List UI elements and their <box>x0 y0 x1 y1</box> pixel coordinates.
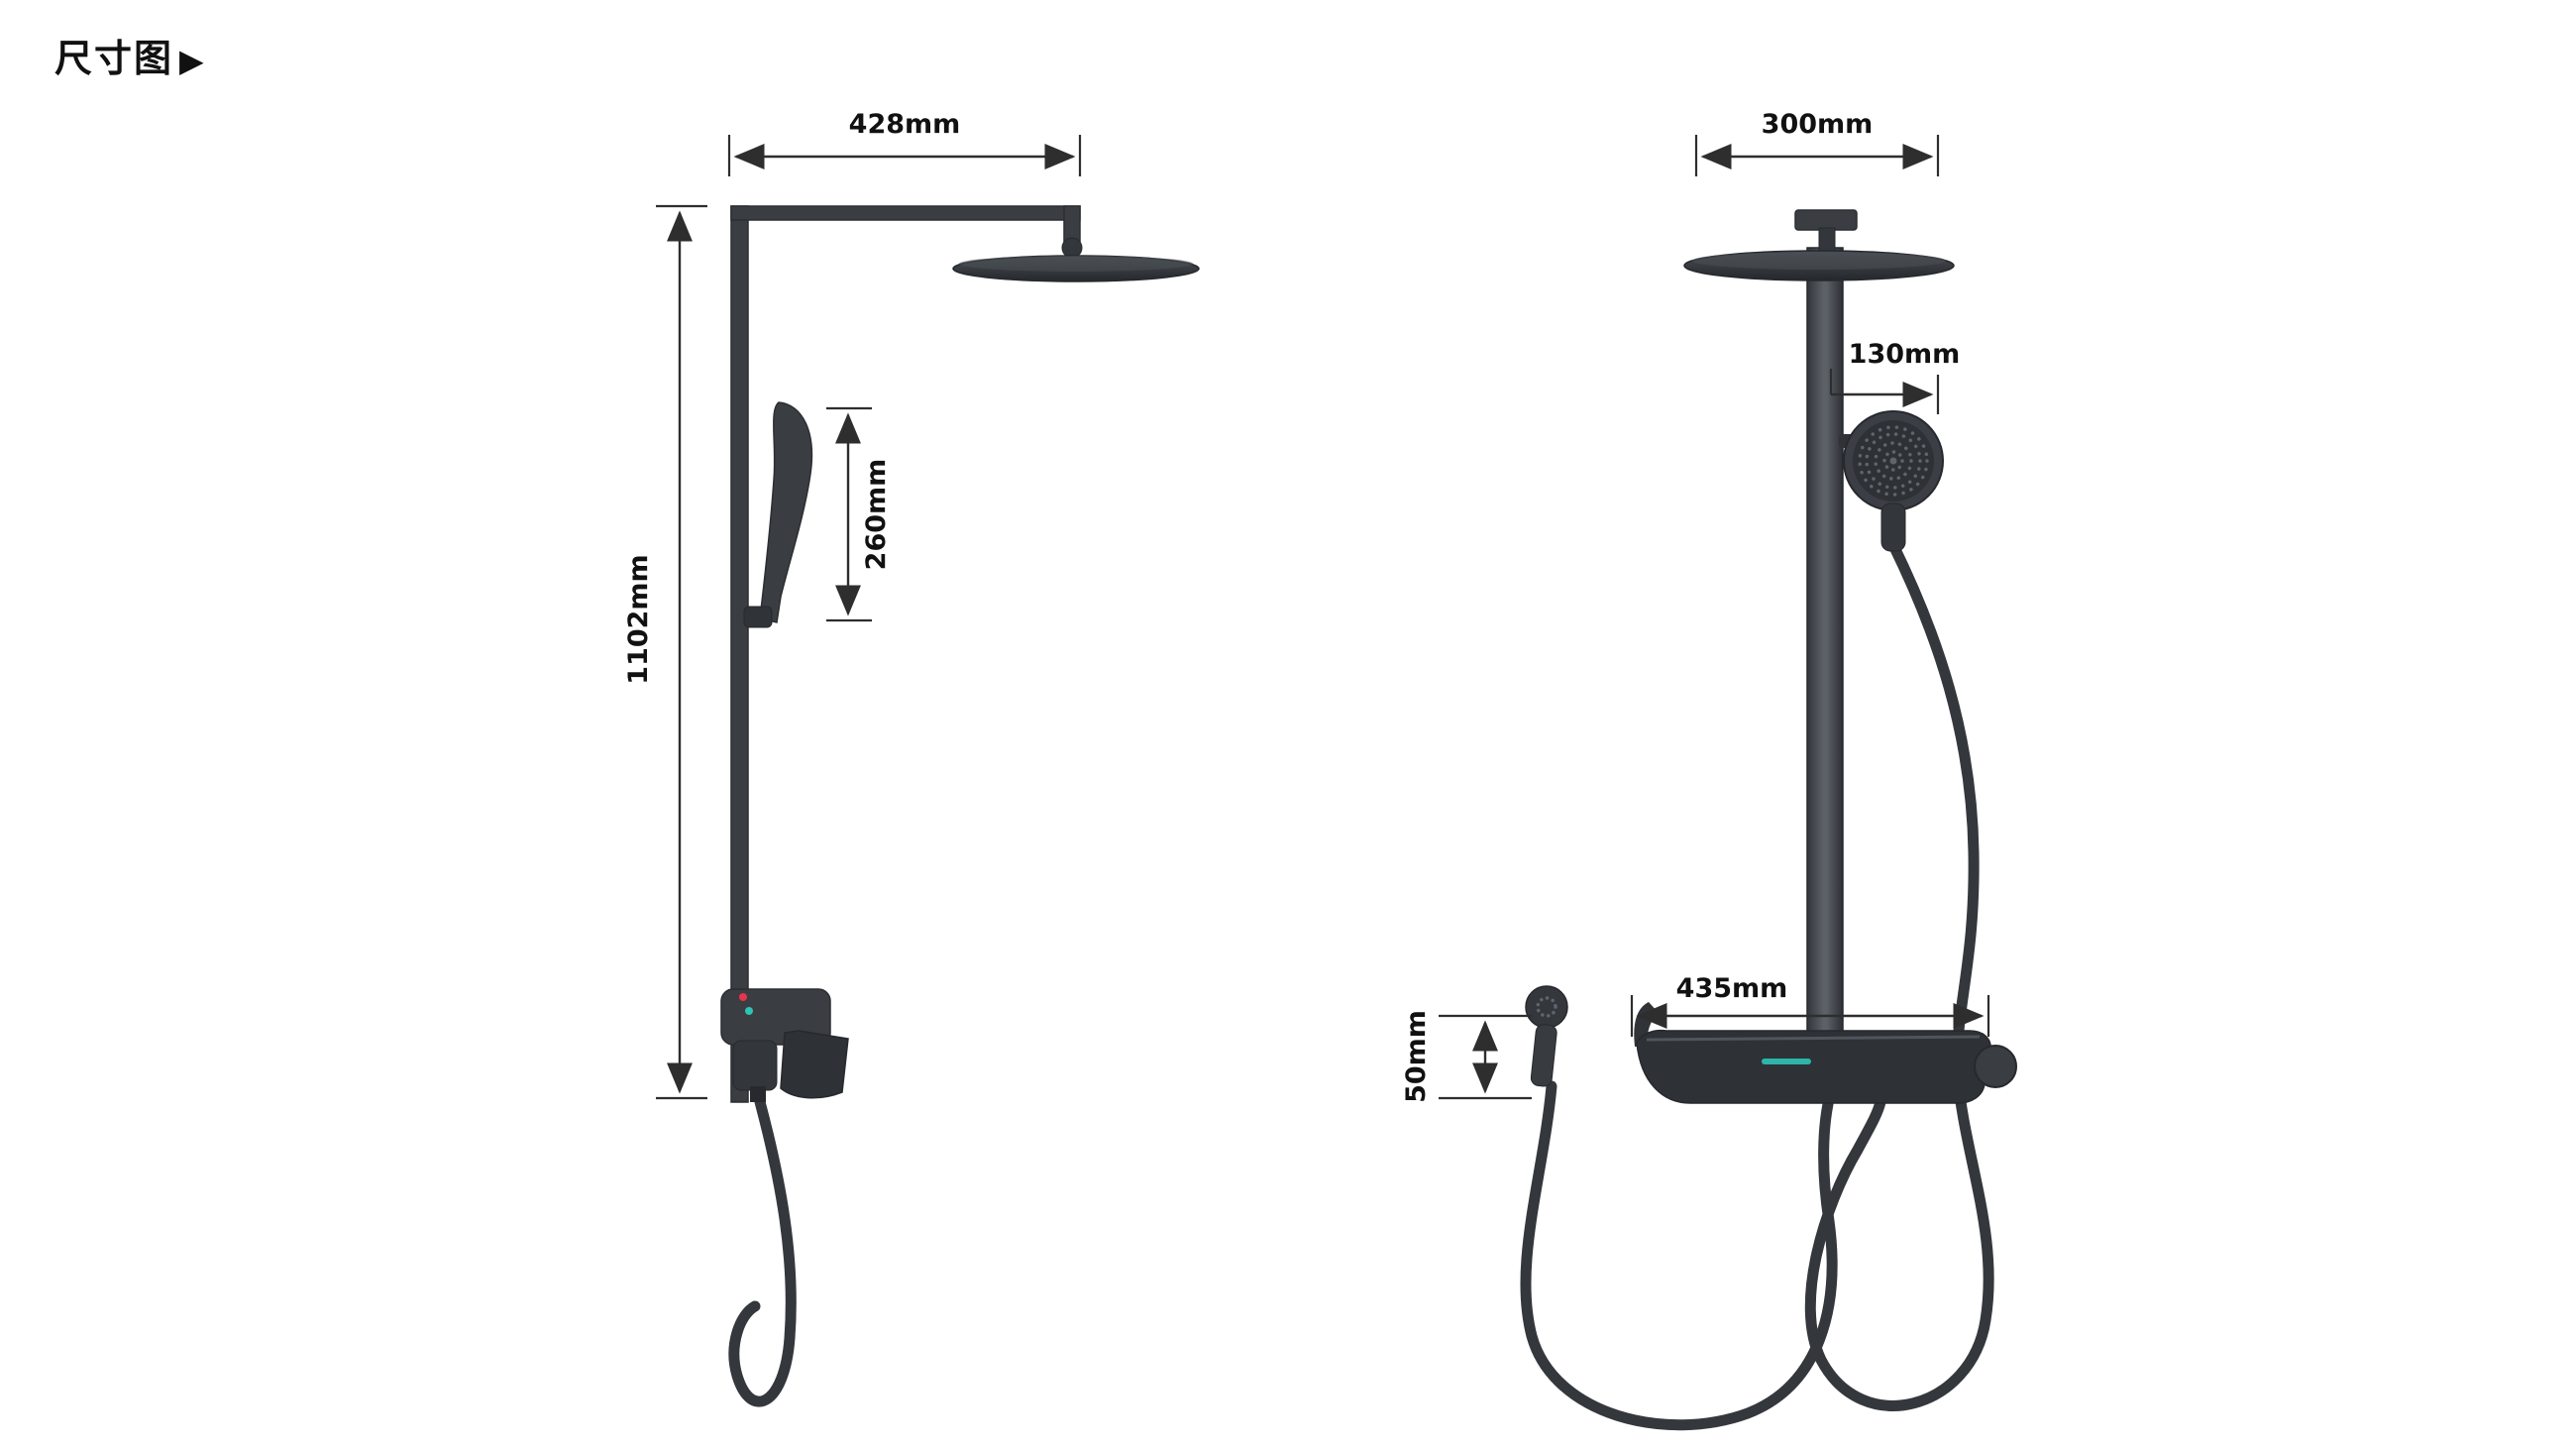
valve-lower-side <box>732 1040 778 1091</box>
shelf-side <box>780 1030 849 1099</box>
page-title: 尺寸图▶ <box>54 28 206 82</box>
sprayer-handle <box>1530 1024 1557 1087</box>
page-title-text: 尺寸图 <box>54 37 174 80</box>
dim-50mm: 50mm <box>1401 1010 1532 1103</box>
spray-dots-ring-1 <box>1882 450 1904 472</box>
sprayer-hose <box>1520 1080 1838 1431</box>
rain-head-front-rim <box>1692 252 1946 270</box>
slider-holder <box>743 606 773 628</box>
shelf-end-knob <box>1974 1045 2017 1088</box>
sprayer-head <box>1525 985 1568 1029</box>
hand-shower-hose-front <box>1804 539 1994 1411</box>
dimension-label-130mm: 130mm <box>1849 339 1961 370</box>
accent-dot-hot <box>739 993 747 1001</box>
spray-dot-center <box>1889 457 1897 465</box>
shelf-body <box>1636 1029 1991 1104</box>
hose-side <box>728 1092 797 1407</box>
dimension-label-435mm: 435mm <box>1676 973 1788 1004</box>
dim-428mm: 428mm <box>727 109 1082 176</box>
hand-shower-side <box>759 401 813 623</box>
top-connector <box>1794 209 1858 231</box>
accent-dot-cold <box>745 1007 753 1015</box>
shelf-tray-front <box>1634 1002 2017 1104</box>
shower-column-front <box>1806 247 1844 1059</box>
teal-accent <box>1762 1059 1811 1064</box>
dim-130mm: 130mm <box>1829 339 1961 414</box>
dimension-label-260mm: 260mm <box>861 459 892 571</box>
dimension-label-300mm: 300mm <box>1762 109 1874 140</box>
dimension-label-1102mm: 1102mm <box>623 554 654 684</box>
left-view: 428mm 1102mm 260mm <box>623 109 1200 1407</box>
dim-1102mm: 1102mm <box>623 204 707 1100</box>
shelf-rim-highlight <box>1646 1035 1981 1042</box>
dim-435mm: 435mm <box>1630 973 1990 1037</box>
shower-arm <box>730 205 1081 221</box>
page-title-arrow: ▶ <box>179 42 206 79</box>
spray-dots-ring-2 <box>1874 441 1913 481</box>
spray-dots-ring-3 <box>1865 432 1922 490</box>
shower-column-side <box>730 205 749 1103</box>
dim-300mm: 300mm <box>1694 109 1940 176</box>
hose-nut-side <box>750 1086 766 1102</box>
hand-shower-handle <box>1880 502 1906 552</box>
sprayer-face-dots <box>1536 996 1557 1018</box>
dimension-label-50mm: 50mm <box>1401 1010 1432 1103</box>
spray-dots-ring-4 <box>1858 425 1929 497</box>
right-view: 300mm 130mm 435mm 50mm <box>1401 109 2017 1431</box>
head-ball-joint <box>1061 237 1083 259</box>
dim-260mm: 260mm <box>826 406 892 622</box>
sprayer-gun <box>1525 985 1568 1087</box>
dimension-label-428mm: 428mm <box>849 109 961 140</box>
rain-head-side-rim <box>959 256 1193 272</box>
